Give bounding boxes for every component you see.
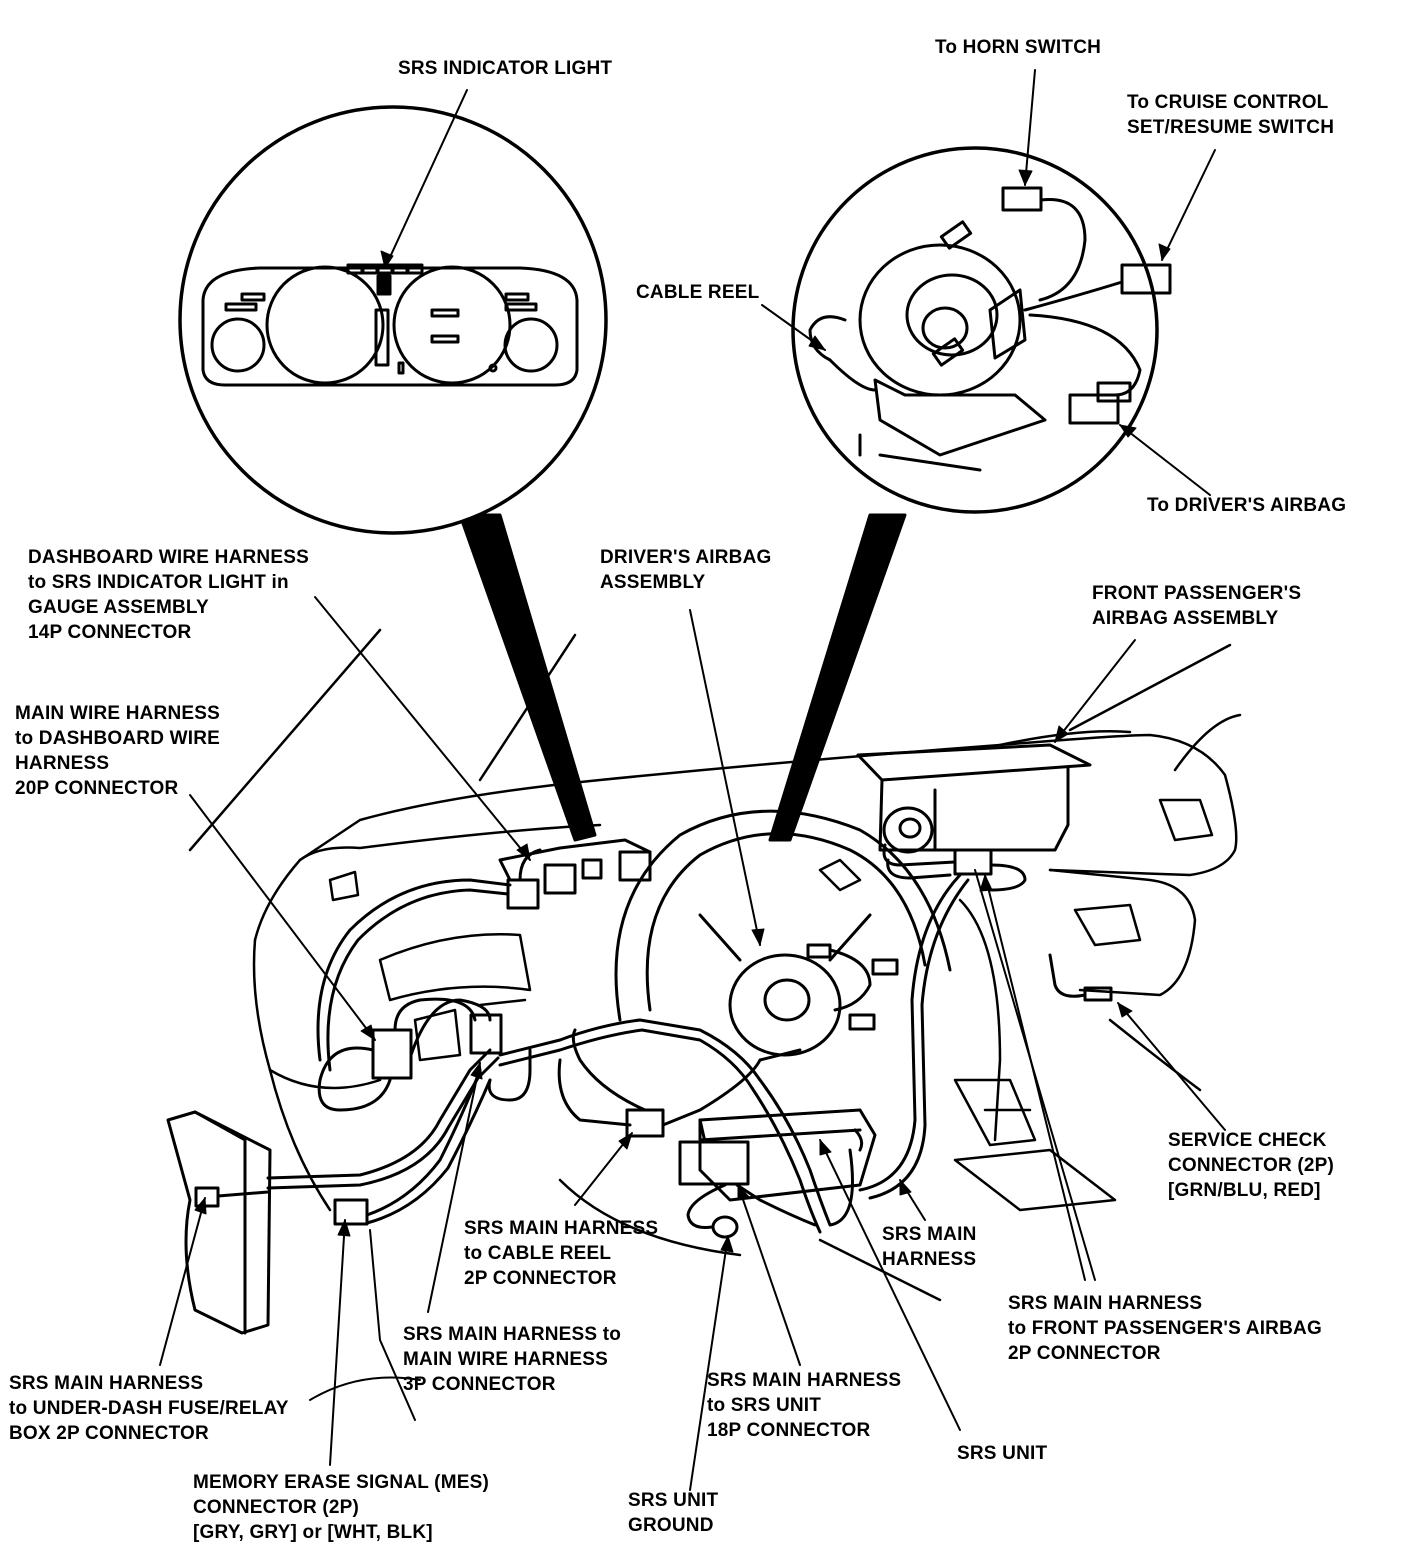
label-front-passenger-airbag-assembly: FRONT PASSENGER'S AIRBAG ASSEMBLY [1092,583,1302,629]
steering-wheel [616,811,950,1055]
label-mes-connector: MEMORY ERASE SIGNAL (MES) CONNECTOR (2P)… [193,1472,490,1543]
label-srs-main-to-srs-unit-18p: SRS MAIN HARNESS to SRS UNIT 18P CONNECT… [707,1370,902,1441]
label-to-horn-switch: To HORN SWITCH [935,37,1102,58]
gauge-cluster-icon [203,265,577,385]
srs-unit-box [680,1110,875,1200]
label-srs-unit-ground: SRS UNIT GROUND [628,1490,719,1536]
label-dashboard-harness-14p: DASHBOARD WIRE HARNESS to SRS INDICATOR … [28,547,309,643]
label-srs-unit: SRS UNIT [957,1443,1048,1464]
front-passenger-airbag-unit [858,745,1090,852]
label-srs-indicator-light: SRS INDICATOR LIGHT [398,58,613,79]
label-srs-main-to-front-passenger: SRS MAIN HARNESS to FRONT PASSENGER'S AI… [1008,1293,1322,1364]
label-cable-reel: CABLE REEL [636,282,760,303]
dashboard-outline [190,630,1240,1300]
dash-connectors [335,840,1111,1237]
label-service-check-connector: SERVICE CHECK CONNECTOR (2P) [GRN/BLU, R… [1168,1130,1335,1201]
label-to-drivers-airbag: To DRIVER'S AIRBAG [1147,495,1347,516]
label-to-cruise-control: To CRUISE CONTROL SET/RESUME SWITCH [1127,92,1335,138]
leader-lines [160,70,1225,1490]
arrowheads [195,170,1170,1252]
label-main-harness-20p: MAIN WIRE HARNESS to DASHBOARD WIRE HARN… [15,703,221,799]
label-srs-main-to-cable-reel: SRS MAIN HARNESS to CABLE REEL 2P CONNEC… [464,1218,659,1289]
srs-main-harness-wiring [268,845,1085,1232]
label-srs-main-to-main-wire-3p: SRS MAIN HARNESS to MAIN WIRE HARNESS 3P… [403,1324,622,1395]
label-drivers-airbag-assembly: DRIVER'S AIRBAG ASSEMBLY [600,547,772,593]
label-srs-main-to-fuse-relay: SRS MAIN HARNESS to UNDER-DASH FUSE/RELA… [9,1373,289,1444]
label-srs-main-harness: SRS MAIN HARNESS [882,1224,977,1270]
fuse-relay-box [168,1112,270,1333]
cable-reel-icon [810,188,1170,470]
left-magnifier-tail [460,515,595,840]
right-magnifier-tail [770,515,905,840]
